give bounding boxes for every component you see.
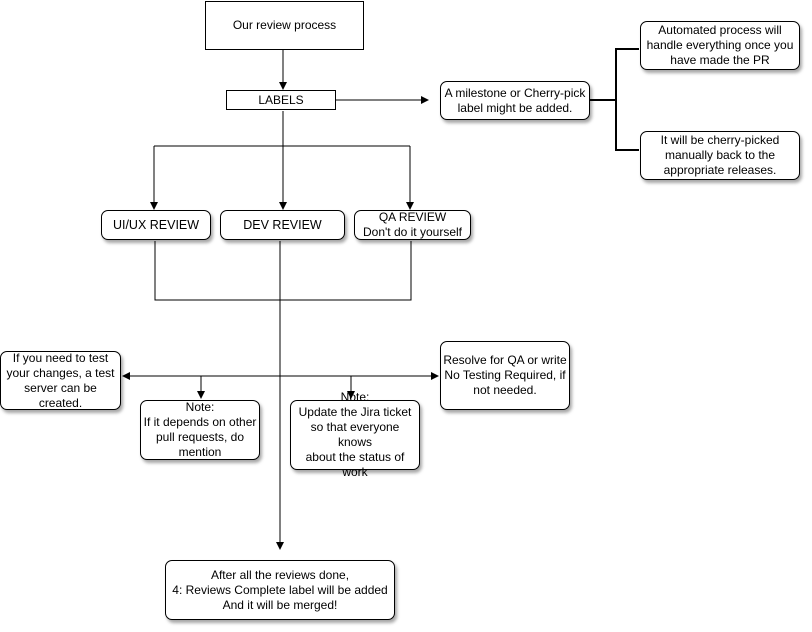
automated-process-box: Automated process will handle everything… (640, 21, 800, 70)
qa-review-box: QA REVIEW Don't do it yourself (354, 210, 471, 240)
note-jira-box: Note: Update the Jira ticket so that eve… (290, 390, 420, 479)
dev-review-box: DEV REVIEW (220, 210, 345, 240)
line-review-merge (154, 241, 412, 301)
labels-box: LABELS (226, 90, 336, 110)
review-process-title: Our review process (205, 1, 364, 50)
note-pull-requests-box: Note: If it depends on other pull reques… (140, 400, 260, 460)
reviews-complete-box: After all the reviews done, 4: Reviews C… (165, 560, 395, 620)
line-milestone-bracket (615, 48, 639, 151)
test-server-box: If you need to test your changes, a test… (0, 351, 121, 410)
milestone-label-box: A milestone or Cherry-pick label might b… (440, 81, 590, 120)
resolve-qa-box: Resolve for QA or write No Testing Requi… (440, 341, 570, 410)
cherry-picked-box: It will be cherry-picked manually back t… (640, 131, 800, 180)
uiux-review-box: UI/UX REVIEW (101, 210, 211, 240)
